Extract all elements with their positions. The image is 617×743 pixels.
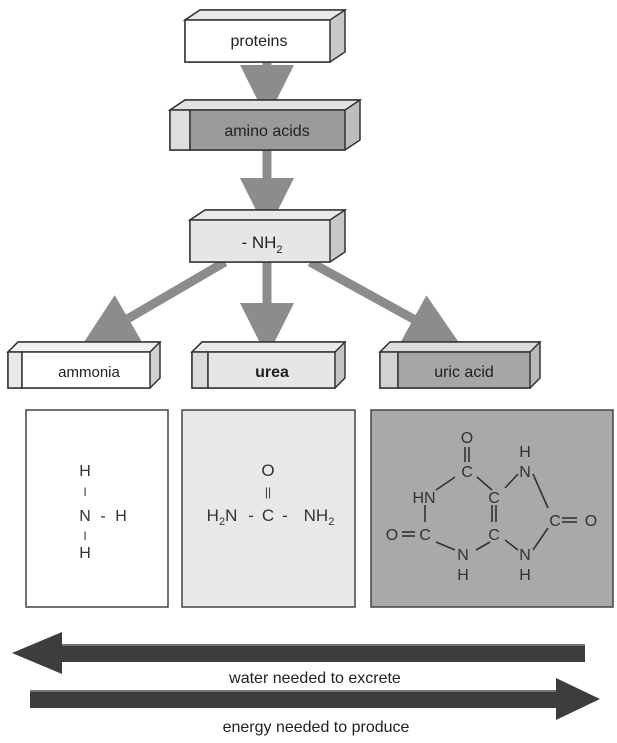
uric-h-bottom-right: H <box>519 567 531 584</box>
uric-h-top: H <box>519 444 531 461</box>
uric-h-bottom-left: H <box>457 567 469 584</box>
urea-bond-left: - <box>248 506 254 525</box>
ammonia-n: N <box>79 508 91 525</box>
box-urea: urea <box>190 341 347 389</box>
ammonia-h-bottom: H <box>79 545 91 562</box>
label-proteins: proteins <box>231 33 288 50</box>
water-arrow: water needed to excrete <box>12 632 585 687</box>
box-nh2: - NH2 <box>187 209 348 263</box>
uric-n-top: N <box>519 464 531 481</box>
uric-o-left: O <box>386 527 398 544</box>
arrow-nh2-to-ammonia <box>81 258 228 346</box>
structure-ammonia: H I N - H I H <box>79 463 127 562</box>
box-ammonia: ammonia <box>6 341 162 389</box>
urea-nh2: NH2 <box>304 506 335 528</box>
energy-arrow: energy needed to produce <box>30 678 600 736</box>
uric-o-top: O <box>461 430 473 447</box>
uric-n-bottom-left: N <box>457 547 469 564</box>
label-energy: energy needed to produce <box>223 719 410 736</box>
uric-c-mid: C <box>488 527 500 544</box>
label-water: water needed to excrete <box>228 670 401 687</box>
box-uric-acid: uric acid <box>378 341 542 389</box>
uric-c-left: C <box>419 527 431 544</box>
uric-hn: HN <box>412 490 435 507</box>
uric-acid-bonds <box>402 447 577 551</box>
ammonia-h-right: H <box>115 508 127 525</box>
structure-uric-acid: O C H N HN C C O O C C N N H H <box>386 430 597 584</box>
label-urea: urea <box>255 364 289 381</box>
uric-c-top: C <box>461 464 473 481</box>
label-amino-acids: amino acids <box>224 123 309 140</box>
box-amino-acids: amino acids <box>167 99 363 151</box>
urea-c: C <box>262 506 274 525</box>
ammonia-bond-bottom: I <box>83 529 86 543</box>
urea-double-bond: || <box>265 485 271 499</box>
ammonia-bond-top: I <box>83 485 86 499</box>
flow-arrows <box>81 58 461 357</box>
urea-bond-right: - <box>282 506 288 525</box>
ammonia-h-top: H <box>79 463 91 480</box>
uric-c-right: C <box>549 513 561 530</box>
box-proteins: proteins <box>182 9 348 63</box>
arrow-nh2-to-uric <box>307 258 461 346</box>
structure-urea: O || H2N - C - NH2 <box>207 461 335 528</box>
panel-urea <box>181 409 356 608</box>
label-ammonia: ammonia <box>58 364 120 381</box>
urea-h2n: H2N <box>207 506 238 528</box>
label-uric-acid: uric acid <box>434 364 494 381</box>
ammonia-bond-right: - <box>100 508 105 525</box>
uric-o-right: O <box>585 513 597 530</box>
uric-c-mid-right: C <box>488 490 500 507</box>
urea-o: O <box>261 461 274 480</box>
uric-n-bottom-right: N <box>519 547 531 564</box>
label-nh2: - NH2 <box>241 233 282 256</box>
panel-ammonia <box>25 409 169 608</box>
